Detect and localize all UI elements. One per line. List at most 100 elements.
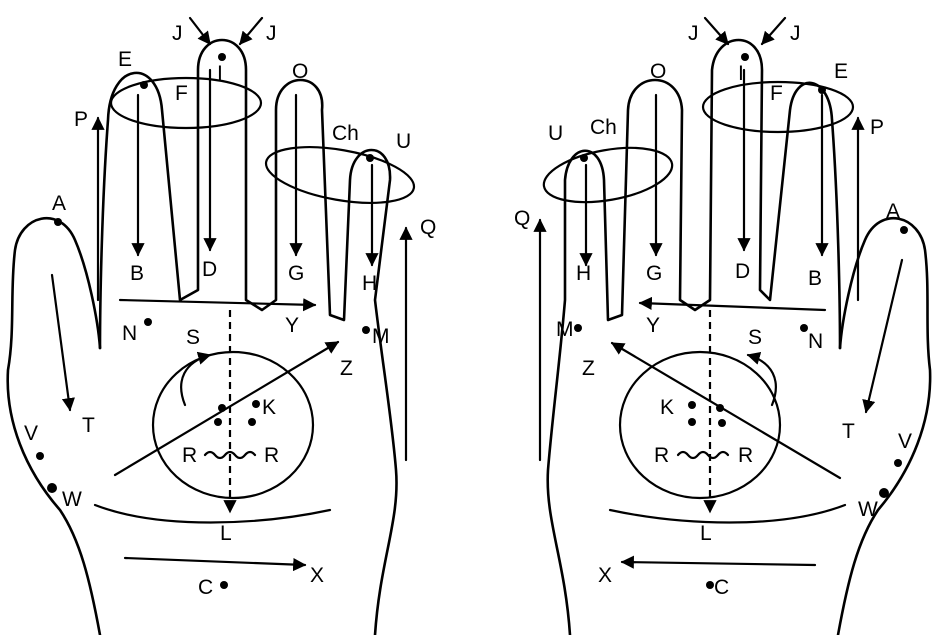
point-u bbox=[366, 154, 374, 162]
point-n bbox=[144, 318, 152, 326]
left-hand: J J I E F O Ch U P A Q B D G H N Y M S Z… bbox=[8, 18, 437, 635]
label-z-right: Z bbox=[582, 357, 595, 380]
label-g-right: G bbox=[646, 262, 662, 285]
arrow-x-right bbox=[622, 562, 815, 565]
arrow-x bbox=[125, 558, 305, 565]
arrow-y bbox=[120, 300, 315, 305]
label-b: B bbox=[130, 262, 144, 285]
label-x-right: X bbox=[598, 564, 612, 587]
point-k2-right bbox=[716, 404, 724, 412]
label-t: T bbox=[82, 414, 95, 437]
label-b-right: B bbox=[808, 267, 822, 290]
label-r-right: R bbox=[264, 444, 279, 467]
point-e-right bbox=[818, 86, 826, 94]
point-i bbox=[218, 53, 226, 61]
point-k3-right bbox=[688, 418, 696, 426]
label-n-right: N bbox=[808, 330, 823, 353]
label-h: H bbox=[362, 272, 377, 295]
label-g: G bbox=[288, 262, 304, 285]
arc-s bbox=[181, 355, 210, 405]
point-m-right bbox=[574, 324, 582, 332]
right-hand: J J I O E F U Ch P A Q H G D B M Y N S Z… bbox=[514, 18, 930, 635]
point-u-right bbox=[580, 154, 588, 162]
arrow-z-right bbox=[612, 343, 840, 478]
label-a-right: A bbox=[886, 200, 900, 223]
label-ch-right: Ch bbox=[590, 116, 617, 139]
label-d: D bbox=[202, 258, 217, 281]
label-d-right: D bbox=[735, 260, 750, 283]
point-a bbox=[54, 218, 62, 226]
arrow-j-left-right bbox=[705, 18, 728, 44]
arrow-j-left bbox=[190, 18, 210, 44]
point-i-right bbox=[741, 53, 749, 61]
label-j-right: J bbox=[266, 22, 277, 45]
label-z: Z bbox=[340, 357, 353, 380]
point-k3 bbox=[214, 418, 222, 426]
right-wrist-crease bbox=[610, 505, 845, 523]
label-f-right: F bbox=[770, 82, 783, 105]
label-l: L bbox=[220, 522, 232, 545]
label-f: F bbox=[175, 82, 188, 105]
label-w-right: W bbox=[858, 498, 878, 521]
point-k1 bbox=[218, 404, 226, 412]
label-j-right-right: J bbox=[790, 22, 801, 45]
left-ring-ch bbox=[262, 137, 418, 212]
point-c bbox=[220, 581, 228, 589]
label-n: N bbox=[122, 322, 137, 345]
label-y: Y bbox=[285, 314, 299, 337]
arrow-a-t-right bbox=[866, 260, 902, 412]
label-i-right: I bbox=[738, 62, 744, 85]
point-c-right bbox=[706, 581, 714, 589]
point-v bbox=[36, 452, 44, 460]
label-o: O bbox=[292, 60, 308, 83]
point-e bbox=[140, 81, 148, 89]
label-q: Q bbox=[420, 216, 436, 239]
point-k2 bbox=[252, 400, 260, 408]
label-r-right-right: R bbox=[738, 444, 753, 467]
label-v-right: V bbox=[898, 430, 912, 453]
label-v: V bbox=[24, 422, 38, 445]
point-m bbox=[362, 326, 370, 334]
arrow-j-right bbox=[240, 18, 262, 44]
squiggle-r-right bbox=[678, 452, 728, 458]
label-p-right: P bbox=[870, 116, 884, 139]
arrow-y-right bbox=[640, 303, 825, 310]
label-r-left-right: R bbox=[654, 444, 669, 467]
point-a-right bbox=[900, 226, 908, 234]
label-o-right: O bbox=[650, 60, 666, 83]
label-m-right: M bbox=[556, 318, 574, 341]
label-q-right: Q bbox=[514, 207, 530, 230]
label-h-right: H bbox=[576, 262, 591, 285]
label-c: C bbox=[198, 576, 213, 599]
label-r-left: R bbox=[182, 444, 197, 467]
point-k1-right bbox=[688, 401, 696, 409]
point-k4 bbox=[248, 418, 256, 426]
label-k-right: K bbox=[660, 396, 674, 419]
point-v-right bbox=[894, 459, 902, 467]
label-p: P bbox=[74, 108, 88, 131]
arrow-a-t bbox=[52, 275, 70, 410]
label-t-right: T bbox=[842, 420, 855, 443]
arrow-j-right-right bbox=[762, 18, 785, 44]
label-ch: Ch bbox=[332, 122, 359, 145]
label-u-right: U bbox=[548, 122, 563, 145]
label-s-right: S bbox=[748, 326, 762, 349]
label-e: E bbox=[118, 48, 132, 71]
label-k: K bbox=[262, 396, 276, 419]
label-a: A bbox=[52, 192, 66, 215]
point-w bbox=[47, 483, 57, 493]
right-circle-palm bbox=[620, 352, 780, 498]
label-y-right: Y bbox=[646, 314, 660, 337]
label-j-left-right: J bbox=[688, 22, 699, 45]
arrow-z bbox=[115, 342, 338, 475]
label-e-right: E bbox=[834, 60, 848, 83]
label-j-left: J bbox=[172, 22, 183, 45]
label-w: W bbox=[62, 488, 82, 511]
label-c-right: C bbox=[714, 576, 729, 599]
label-s: S bbox=[186, 326, 200, 349]
point-w-right bbox=[879, 488, 889, 498]
left-circle-palm bbox=[153, 352, 313, 498]
label-l-right: L bbox=[700, 522, 712, 545]
